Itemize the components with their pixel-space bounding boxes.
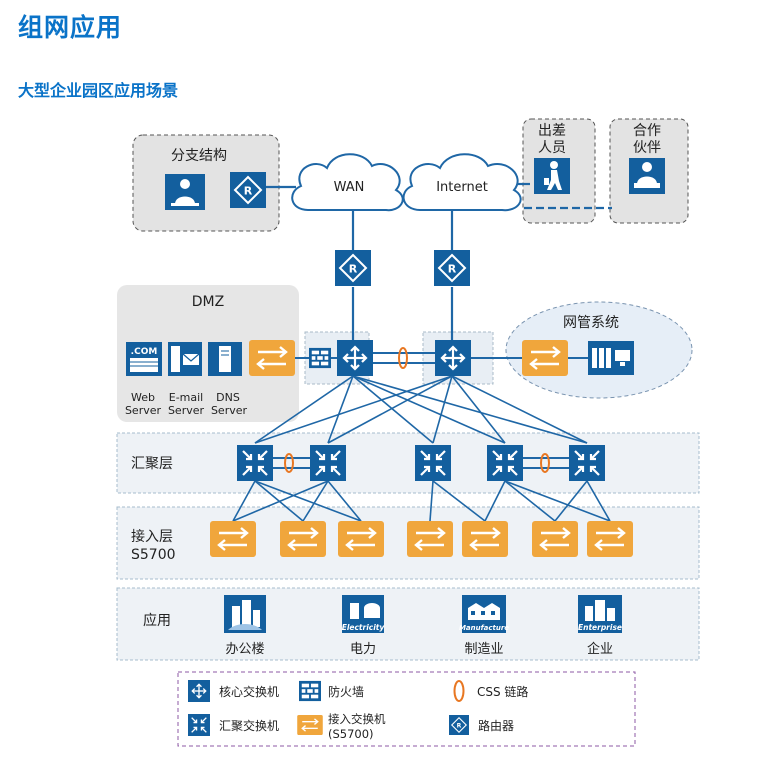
legend-access-switch-icon xyxy=(297,715,323,735)
branch-label: 分支结构 xyxy=(171,148,227,164)
dmz-access-switch-icon xyxy=(249,340,295,376)
legend-core-switch-label: 核心交换机 xyxy=(219,684,279,699)
web-server-icon: .COM xyxy=(126,342,162,376)
legend-firewall-icon xyxy=(299,680,321,702)
aggregation-layer-band xyxy=(116,432,700,494)
partner-label-line1: 合作 xyxy=(633,123,661,139)
dns-server-line2: Server xyxy=(211,404,248,417)
nms-server-icon xyxy=(588,341,634,375)
manufacture-icon: Manufacture xyxy=(459,595,509,633)
branch-router-icon xyxy=(230,172,266,208)
legend-css-link-label: CSS 链路 xyxy=(477,684,528,699)
branch-office-icon xyxy=(165,174,205,210)
internet-router-icon xyxy=(434,250,470,286)
wan-cloud: WAN xyxy=(291,153,404,212)
internet-cloud: Internet xyxy=(402,153,522,212)
partner-label-line2: 伙伴 xyxy=(633,140,661,156)
core-switch-right-icon xyxy=(435,340,471,376)
firewall-icon xyxy=(309,347,331,369)
legend-agg-switch-icon xyxy=(188,714,210,736)
email-server-line2: Server xyxy=(168,404,205,417)
legend-core-switch-icon xyxy=(188,680,210,702)
legend-router-icon xyxy=(449,715,469,735)
agg-switch-1-icon xyxy=(237,445,273,481)
access-layer-label-line2: S5700 xyxy=(131,547,176,563)
wan-router-icon xyxy=(335,250,371,286)
legend-box xyxy=(177,671,636,747)
legend-router-label: 路由器 xyxy=(478,718,514,733)
email-server-line1: E-mail xyxy=(169,391,204,404)
dmz-label: DMZ xyxy=(192,294,224,310)
app-label-electricity: 电力 xyxy=(350,642,376,657)
office-building-icon xyxy=(224,595,266,633)
access-switch-3-icon xyxy=(338,521,384,557)
css-link-core xyxy=(398,347,408,369)
svg-text:Enterprise: Enterprise xyxy=(578,623,622,632)
agg-switch-2-icon xyxy=(310,445,346,481)
access-switch-5-icon xyxy=(462,521,508,557)
email-server-icon xyxy=(168,342,202,376)
wan-label: WAN xyxy=(334,180,365,195)
legend-access-switch-label-line2: (S5700) xyxy=(328,727,374,741)
dns-server-line1: DNS xyxy=(216,391,240,404)
traveler-icon xyxy=(534,158,570,194)
access-switch-4-icon xyxy=(407,521,453,557)
dns-server-icon xyxy=(208,342,242,376)
agg-switch-4-icon xyxy=(487,445,523,481)
svg-text:.COM: .COM xyxy=(131,347,158,357)
css-link-agg-right xyxy=(540,453,550,473)
app-label-office: 办公楼 xyxy=(225,642,264,657)
access-layer-label-line1: 接入层 xyxy=(131,528,173,545)
core-switch-left-icon xyxy=(337,340,373,376)
access-switch-1-icon xyxy=(210,521,256,557)
aggregation-layer-label: 汇聚层 xyxy=(131,456,173,472)
app-label-enterprise: 企业 xyxy=(587,641,613,657)
access-switch-7-icon xyxy=(587,521,633,557)
legend-access-switch-label-line1: 接入交换机 xyxy=(328,712,386,726)
legend-firewall-label: 防火墙 xyxy=(328,684,364,699)
legend-css-link-icon xyxy=(453,680,465,702)
svg-text:Manufacture: Manufacture xyxy=(459,624,509,632)
svg-text:Electricity: Electricity xyxy=(342,623,386,632)
nms-label: 网管系统 xyxy=(563,315,619,331)
agg-switch-3-icon xyxy=(415,445,451,481)
section-title: 大型企业园区应用场景 xyxy=(18,81,179,100)
mobile-label-line2: 人员 xyxy=(538,140,566,156)
partner-icon xyxy=(629,158,665,194)
web-server-line2: Server xyxy=(125,404,162,417)
access-switch-2-icon xyxy=(280,521,326,557)
page-title: 组网应用 xyxy=(18,13,123,42)
web-server-line1: Web xyxy=(131,391,155,404)
agg-switch-5-icon xyxy=(569,445,605,481)
legend-agg-switch-label: 汇聚交换机 xyxy=(219,718,279,733)
nms-access-switch-icon xyxy=(522,340,568,376)
enterprise-icon: Enterprise xyxy=(578,595,622,633)
electricity-icon: Electricity xyxy=(342,595,386,633)
css-link-agg-left xyxy=(284,453,294,473)
internet-label: Internet xyxy=(436,180,488,195)
mobile-label-line1: 出差 xyxy=(538,123,566,139)
app-label-manufacture: 制造业 xyxy=(464,642,503,657)
access-switch-6-icon xyxy=(532,521,578,557)
application-layer-label: 应用 xyxy=(143,612,171,629)
